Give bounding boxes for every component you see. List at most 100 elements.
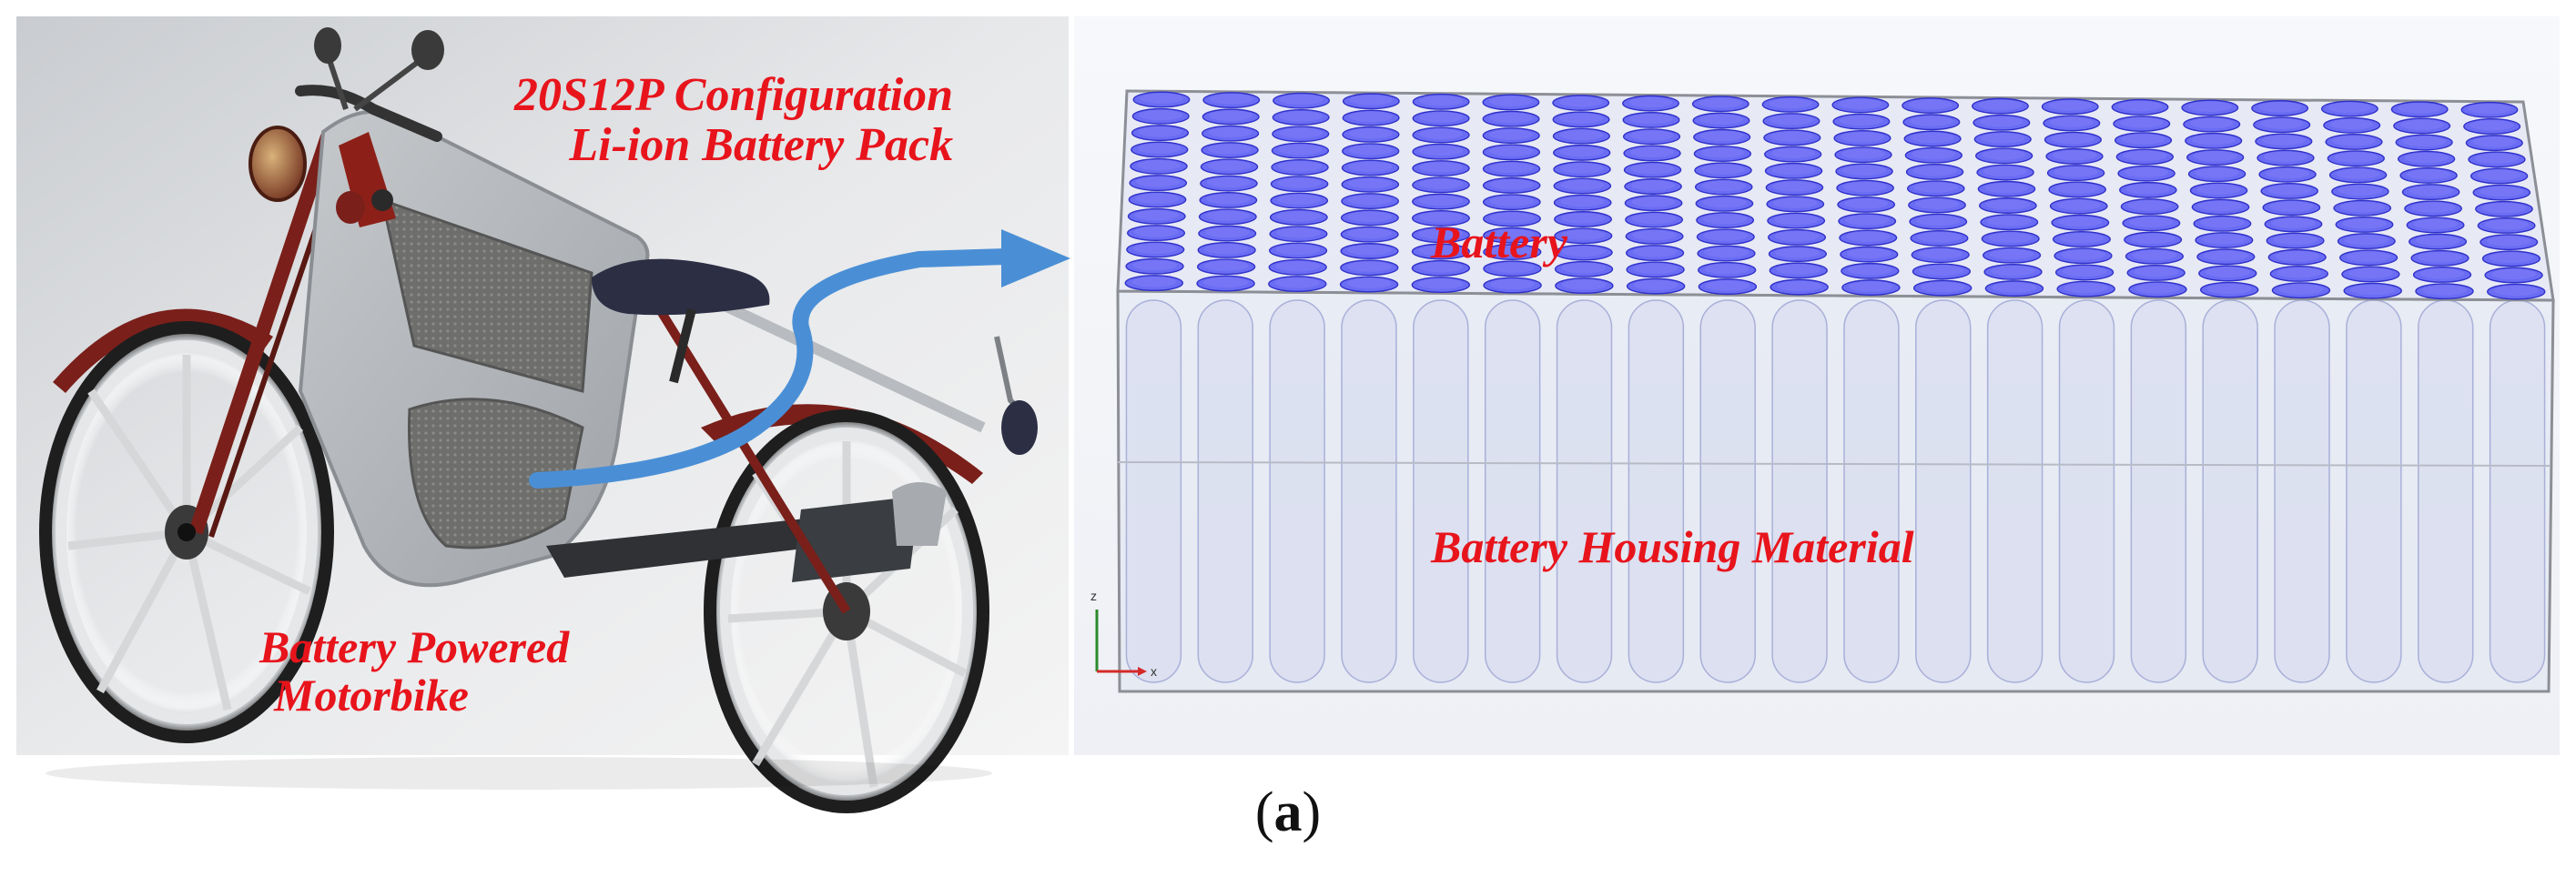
battery-cell-highlight xyxy=(1920,281,1965,293)
battery-cell-highlight xyxy=(1208,126,1253,138)
battery-cell-highlight xyxy=(2189,117,2234,129)
battery-cell-highlight xyxy=(1703,230,1749,241)
figure-caption: (a) xyxy=(0,781,2576,845)
battery-cell-highlight xyxy=(2206,283,2252,295)
battery-cell-highlight xyxy=(1135,193,1180,204)
battery-cell-highlight xyxy=(1133,227,1179,237)
battery-cell-highlight xyxy=(2200,217,2245,228)
battery-cell-highlight xyxy=(1988,232,2033,243)
battery-cell-highlight xyxy=(1488,96,1533,106)
housing-front-face xyxy=(1116,289,2555,693)
battery-cell-highlight xyxy=(1349,95,1394,106)
battery-cell-highlight xyxy=(2486,236,2531,247)
battery-cell-highlight xyxy=(1559,146,1604,157)
battery-cell-highlight xyxy=(1630,163,1675,175)
battery-cell-highlight xyxy=(1136,176,1181,187)
cell-column-trace xyxy=(1986,299,2044,683)
battery-cell-highlight xyxy=(1278,144,1323,156)
battery-cell-highlight xyxy=(1838,98,1882,109)
battery-cell-highlight xyxy=(1346,277,1392,289)
battery-cell-highlight xyxy=(1629,146,1675,157)
battery-cell-highlight xyxy=(2051,133,2095,145)
battery-cell-highlight xyxy=(2048,100,2093,111)
battery-cell-highlight xyxy=(1842,181,1888,193)
battery-cell-highlight xyxy=(1489,146,1534,156)
battery-cell-highlight xyxy=(2481,202,2527,214)
battery-cell-highlight xyxy=(2342,217,2387,229)
housing-material-label: Battery Housing Material xyxy=(1431,521,1914,572)
battery-cell-highlight xyxy=(2409,186,2453,197)
battery-cell-highlight xyxy=(1277,160,1323,172)
battery-cell-highlight xyxy=(1769,97,1813,109)
battery-cell-highlight xyxy=(1348,177,1393,189)
battery-cell-highlight xyxy=(1348,161,1393,173)
battery-cell-highlight xyxy=(1912,148,1956,160)
battery-cell-highlight xyxy=(1912,165,1957,176)
battery-cell-highlight xyxy=(1489,246,1535,257)
battery-cell-highlight xyxy=(1629,113,1674,125)
battery-cell-highlight xyxy=(1986,216,2032,227)
battery-cell-highlight xyxy=(1205,210,1251,221)
battery-cell-highlight xyxy=(2406,168,2451,180)
battery-cell-highlight xyxy=(2267,184,2312,196)
battery-cell-highlight xyxy=(1983,166,2028,177)
battery-cell-highlight xyxy=(2474,153,2520,164)
cell-column-trace xyxy=(1197,299,1253,683)
battery-cell-highlight xyxy=(1561,279,1607,290)
battery-cell-highlight xyxy=(2191,134,2236,146)
battery-cell-highlight xyxy=(1418,245,1464,257)
battery-cell-highlight xyxy=(1915,215,1961,227)
caption-letter: a xyxy=(1273,781,1303,843)
caption-close-paren: ) xyxy=(1302,781,1322,843)
battery-cell-highlight xyxy=(1979,116,2023,127)
battery-cell-highlight xyxy=(1347,211,1393,222)
battery-cell-highlight xyxy=(1347,227,1393,239)
motorbike-label-line-1: Battery Powered xyxy=(259,621,570,672)
battery-cell-highlight xyxy=(1769,115,1813,126)
battery-cell-highlight xyxy=(2491,268,2537,280)
cell-column-trace xyxy=(1843,299,1900,683)
battery-cell-highlight xyxy=(1559,113,1604,124)
battery-cell-highlight xyxy=(1558,96,1603,107)
battery-cell-highlight xyxy=(2336,168,2380,179)
battery-cell-highlight xyxy=(1489,196,1535,207)
cell-column-trace xyxy=(2130,299,2187,683)
battery-cell-highlight xyxy=(1277,177,1322,188)
battery-cell-highlight xyxy=(2201,234,2246,245)
battery-cell-highlight xyxy=(1770,131,1814,142)
battery-cell-highlight xyxy=(1559,129,1604,141)
battery-cell-highlight xyxy=(2265,167,2310,179)
battery-cell-highlight xyxy=(1560,229,1606,240)
battery-cell-highlight xyxy=(1276,194,1322,206)
battery-cell-highlight xyxy=(2402,136,2447,147)
battery-cell-highlight xyxy=(1775,247,1820,258)
cell-column-trace xyxy=(2058,299,2115,683)
battery-cell-highlight xyxy=(2135,283,2181,294)
cell-column-trace xyxy=(1413,299,1469,683)
cell-column-trace xyxy=(1125,299,1182,683)
battery-cell-highlight xyxy=(2413,218,2458,229)
battery-cell-highlight xyxy=(1209,110,1253,121)
battery-cell-highlight xyxy=(1700,164,1746,175)
battery-cell-highlight xyxy=(1419,112,1464,123)
battery-cell-highlight xyxy=(1279,110,1323,122)
battery-cell-highlight xyxy=(1206,193,1251,205)
battery-cell-highlight xyxy=(1206,176,1252,188)
battery-cell-highlight xyxy=(2205,267,2250,277)
battery-cell-highlight xyxy=(1633,263,1678,274)
battery-cell-highlight xyxy=(1908,99,1952,110)
battery-cell-highlight xyxy=(1419,128,1464,139)
battery-cell-highlight xyxy=(1489,112,1534,124)
battery-cell-highlight xyxy=(1841,165,1887,176)
battery-cell-highlight xyxy=(2056,199,2102,211)
battery-cell-highlight xyxy=(1418,278,1464,289)
connector-arrow xyxy=(529,229,1070,489)
battery-cell-highlight xyxy=(1918,248,1963,259)
battery-cell-highlight xyxy=(1704,263,1749,275)
battery-cell-highlight xyxy=(1489,162,1534,174)
battery-cell-highlight xyxy=(2134,266,2179,277)
battery-cell-highlight xyxy=(1777,280,1822,292)
battery-cell-highlight xyxy=(2269,201,2314,212)
